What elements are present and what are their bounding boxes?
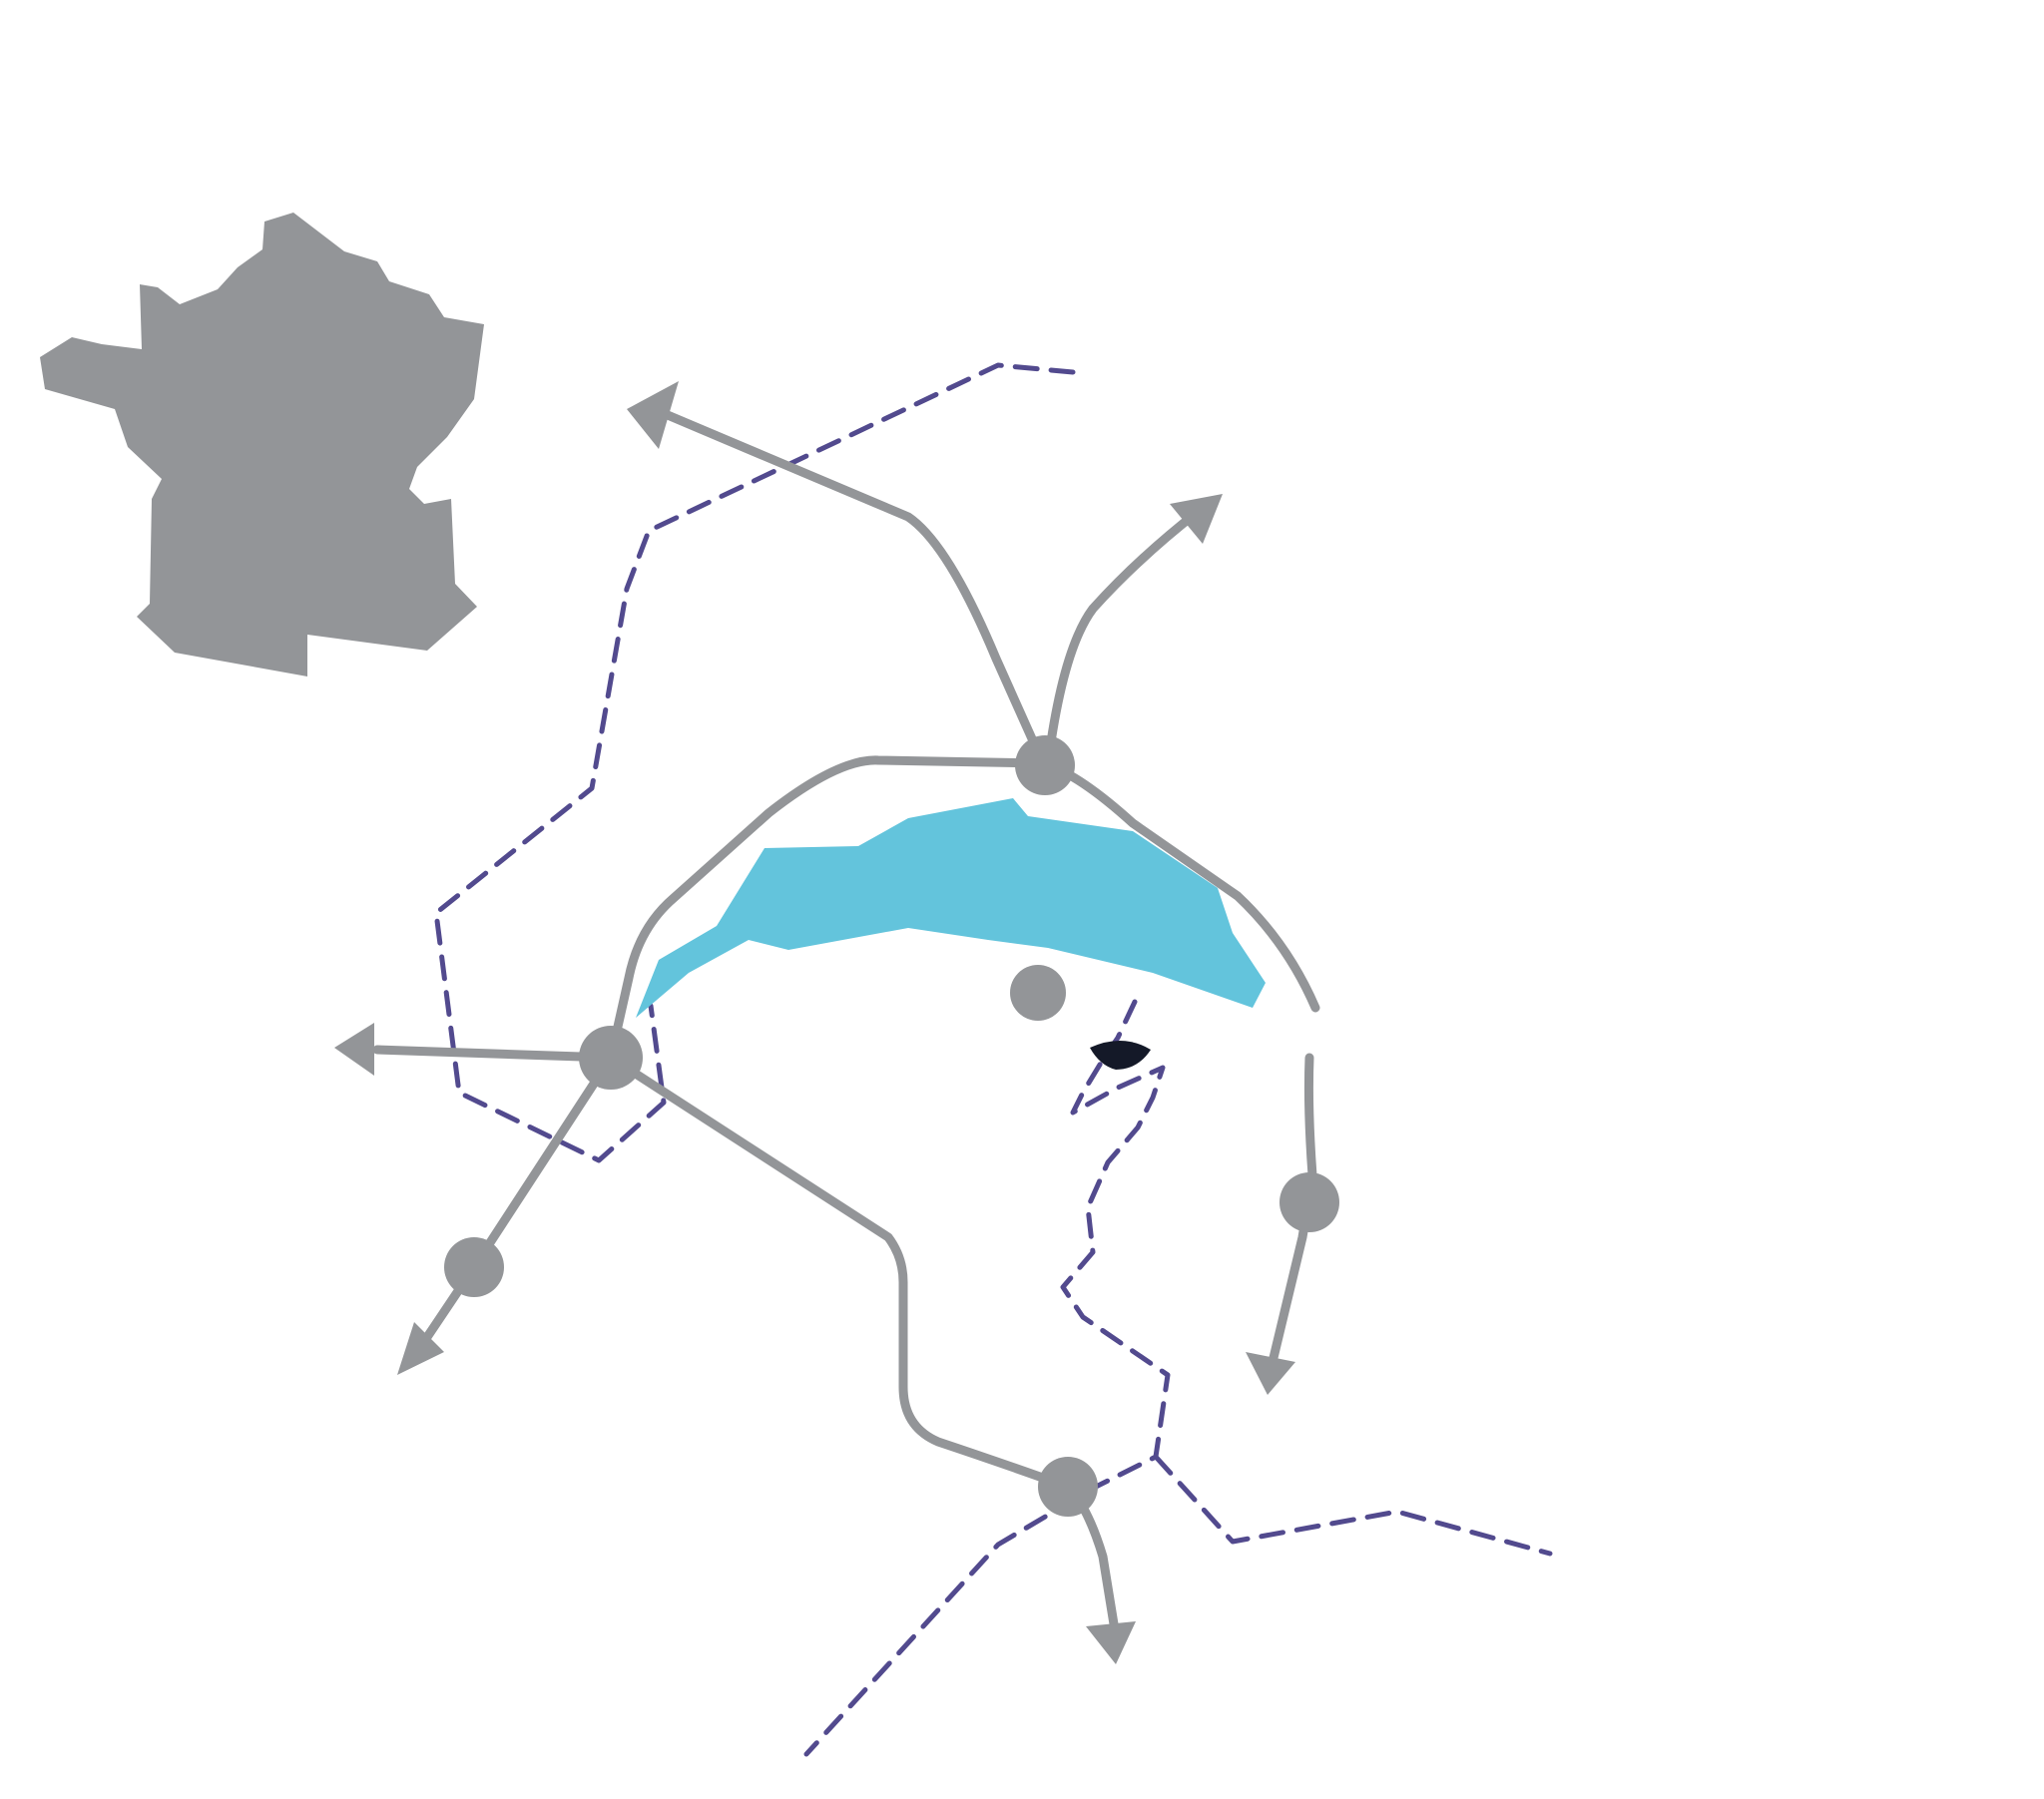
city-marker	[1090, 1040, 1151, 1070]
junction-lakeside	[1010, 965, 1066, 1021]
route-southwest	[414, 1053, 616, 1354]
arrow-northwest-icon	[627, 381, 679, 449]
route-upper-arc	[606, 755, 1048, 1063]
junction-east	[1279, 1172, 1339, 1232]
route-northwest	[644, 402, 1048, 768]
route-northeast	[1043, 507, 1203, 768]
junction-nodes	[444, 735, 1339, 1517]
france-silhouette-icon	[40, 213, 484, 676]
border-national-upper	[433, 362, 1076, 1163]
border-national-east	[1153, 1454, 1553, 1557]
dashed-borders	[433, 362, 1553, 1757]
arrow-northeast-icon	[1170, 494, 1223, 544]
route-south	[606, 1053, 1121, 1641]
junction-south	[1038, 1457, 1098, 1517]
junction-north	[1015, 735, 1075, 795]
junction-southwest	[444, 1237, 504, 1297]
arrow-south-icon	[1086, 1621, 1136, 1664]
route-lines	[372, 402, 1320, 1641]
junction-west	[579, 1026, 643, 1090]
arrow-east-icon	[1246, 1352, 1295, 1395]
route-west	[372, 1045, 616, 1063]
arrow-west-icon	[334, 1023, 374, 1076]
arrow-southwest-icon	[397, 1322, 444, 1375]
route-arrowheads	[334, 381, 1295, 1664]
lake-geneva	[636, 798, 1266, 1018]
